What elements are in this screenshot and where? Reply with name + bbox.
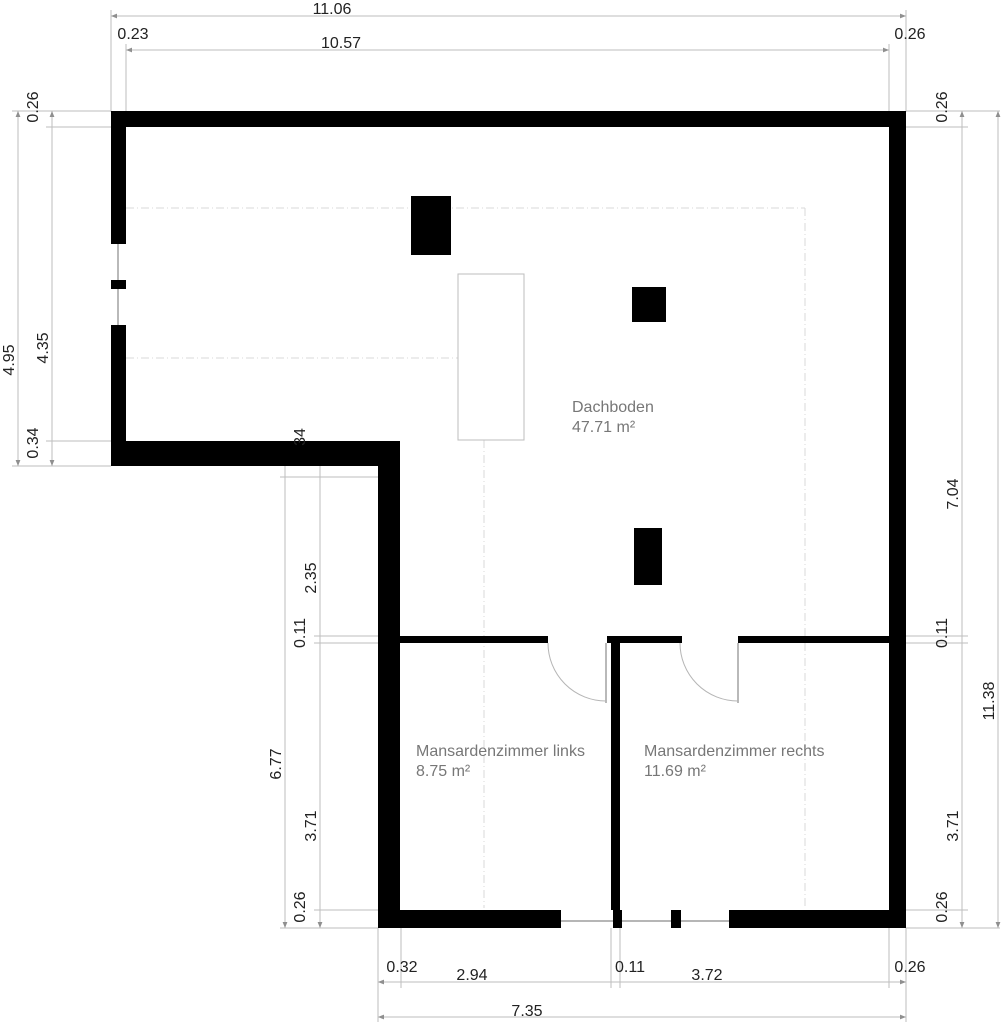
dim-top-right-wall: 0.26 xyxy=(894,26,925,43)
chimneys xyxy=(411,196,666,585)
wall-bottom-post-1 xyxy=(613,910,622,928)
room-right-name: Mansardenzimmer rechts xyxy=(644,743,825,760)
partition-right xyxy=(738,636,889,643)
room-left-area: 8.75 m² xyxy=(416,763,471,780)
room-right-area: 11.69 m² xyxy=(644,763,707,780)
chimney-2 xyxy=(632,287,666,322)
dim-right-partition: 0.11 xyxy=(934,618,951,648)
wall-mid xyxy=(378,441,400,928)
dim-left-bottom-wall: 0.34 xyxy=(25,427,42,458)
room-labels: Dachboden 47.71 m² Mansardenzimmer links… xyxy=(416,399,825,780)
wall-bottom-post-2 xyxy=(671,910,681,928)
room-attic-area: 47.71 m² xyxy=(572,419,636,436)
dim-bottom-total: 7.35 xyxy=(511,1003,542,1020)
chimney-1 xyxy=(411,196,451,255)
dim-bottom-room-left: 2.94 xyxy=(456,967,487,984)
wall-right xyxy=(889,111,906,928)
windows xyxy=(117,244,729,922)
dim-mid-outer: 6.77 xyxy=(268,748,285,779)
dim-top-inner: 10.57 xyxy=(321,35,361,52)
dim-left-inner: 4.35 xyxy=(35,332,52,363)
dim-step-wall: 34 xyxy=(292,428,309,446)
wall-top xyxy=(111,111,906,127)
roof-lines xyxy=(126,207,806,908)
dim-right-top-wall: 0.26 xyxy=(934,91,951,122)
dim-right-outer: 11.38 xyxy=(981,681,998,720)
dim-left-outer: 4.95 xyxy=(1,344,18,375)
dim-bottom-room-right: 3.72 xyxy=(691,967,722,984)
dim-right-lower: 3.71 xyxy=(945,810,962,841)
dimension-lines xyxy=(12,10,1001,1022)
chimney-3 xyxy=(634,528,662,585)
wall-left-upper xyxy=(111,111,126,244)
wall-step xyxy=(111,441,400,466)
doors xyxy=(547,642,739,703)
room-attic-name: Dachboden xyxy=(572,399,654,416)
dim-right-bottom-wall: 0.26 xyxy=(934,891,951,922)
dim-bottom-partition: 0.11 xyxy=(615,959,645,976)
partition-mid xyxy=(607,636,682,643)
wall-bottom-left xyxy=(378,910,561,928)
wall-left-mullion xyxy=(111,280,126,289)
wall-left-lower xyxy=(111,325,126,466)
dim-right-upper: 7.04 xyxy=(945,478,962,509)
wall-bottom-right xyxy=(729,910,906,928)
dim-mid-bottom-wall: 0.26 xyxy=(292,891,309,922)
dim-mid-upper: 2.35 xyxy=(303,562,320,593)
dim-top-left-wall: 0.23 xyxy=(117,26,148,43)
partition-left xyxy=(400,636,548,643)
dim-mid-partition: 0.11 xyxy=(292,618,309,648)
partition-vertical xyxy=(611,636,620,910)
dim-mid-lower: 3.71 xyxy=(303,810,320,841)
dim-bottom-right-wall: 0.26 xyxy=(894,959,925,976)
dim-left-top-wall: 0.26 xyxy=(25,91,42,122)
room-left-name: Mansardenzimmer links xyxy=(416,743,585,760)
stair-opening xyxy=(457,273,525,441)
dim-top-total: 11.06 xyxy=(313,1,352,18)
walls xyxy=(111,111,906,928)
dim-bottom-left-wall: 0.32 xyxy=(386,959,417,976)
